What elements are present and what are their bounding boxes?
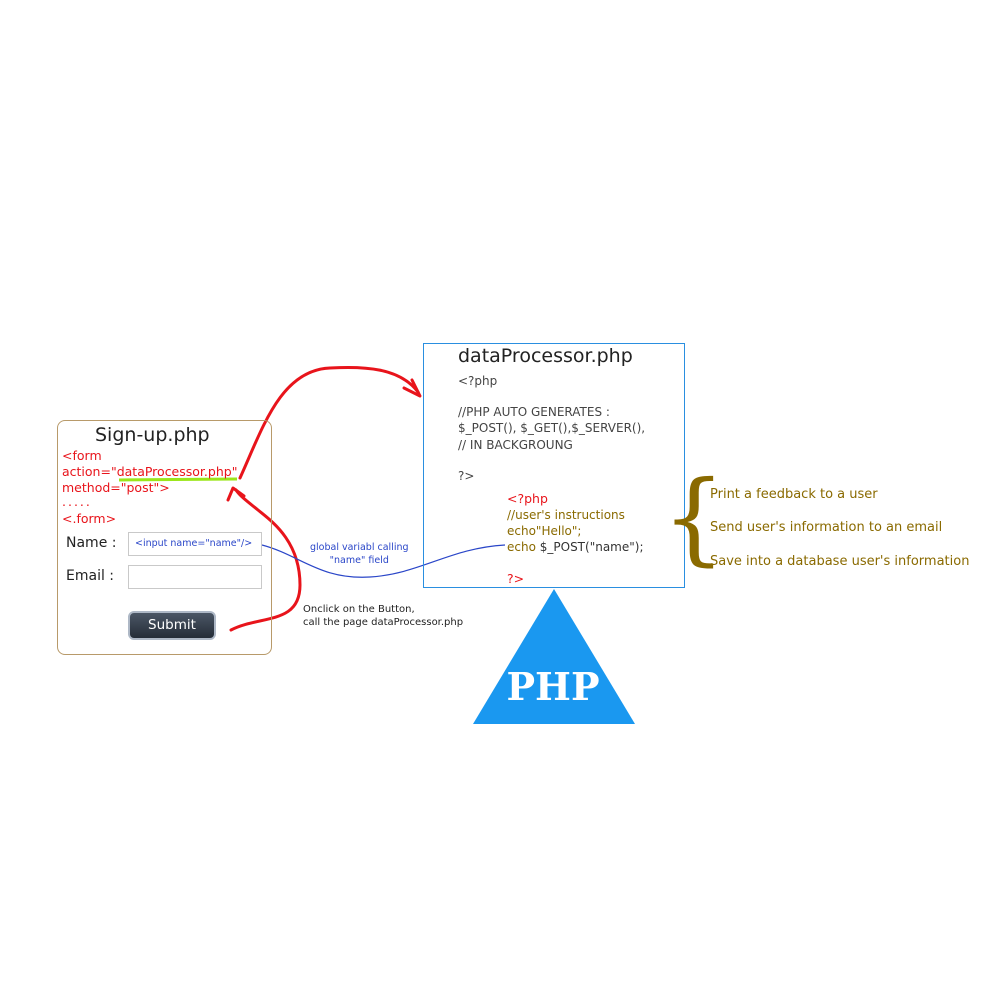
name-field-link (261, 544, 506, 578)
action-to-processor-arrow (238, 365, 420, 480)
php-triangle (473, 589, 635, 724)
name-field[interactable]: <input name="name"/> (128, 532, 262, 556)
processor-card (423, 343, 685, 588)
form-method-attr: method="post"> (62, 480, 170, 495)
form-action-attr: action="dataProcessor.php" (62, 464, 237, 480)
php-open-tag: <?php (458, 374, 498, 388)
submit-arrowhead (226, 486, 246, 502)
use-feedback: Print a feedback to a user (710, 487, 878, 502)
email-field[interactable] (128, 565, 262, 589)
action-suffix: " (231, 464, 238, 479)
curly-brace-icon: { (662, 459, 726, 576)
onclick-note: Onclick on the Button, call the page dat… (303, 603, 463, 629)
global-variable-note: global variabl calling "name" field (310, 541, 409, 567)
user-instructions-comment: //user's instructions (507, 508, 625, 522)
php-logo-text: PHP (506, 664, 600, 709)
echo-keyword: echo (507, 540, 540, 554)
action-prefix: action=" (62, 464, 117, 479)
form-close-tag: <.form> (62, 511, 117, 526)
form-open-tag: <form (62, 448, 102, 463)
global-note-line2: "name" field (329, 555, 389, 566)
post-name-expr: $_POST("name"); (539, 540, 644, 554)
signup-title: Sign-up.php (95, 424, 210, 446)
inner-php-close-tag: ?> (507, 571, 525, 586)
onclick-note-line2: call the page dataProcessor.php (303, 617, 464, 628)
form-ellipsis: ..... (62, 494, 92, 509)
action-underline (118, 477, 238, 482)
email-label: Email : (66, 568, 115, 584)
processor-title: dataProcessor.php (458, 345, 633, 367)
submit-button[interactable]: Submit (128, 611, 216, 640)
use-database: Save into a database user's information (710, 554, 970, 569)
superglobals-line: $_POST(), $_GET(),$_SERVER(), (458, 421, 646, 435)
signup-card (57, 420, 272, 655)
auto-generates-comment: //PHP AUTO GENERATES : (458, 405, 610, 419)
onclick-note-line1: Onclick on the Button, (303, 604, 415, 615)
echo-hello-line: echo"Hello"; (507, 524, 582, 538)
name-label: Name : (66, 535, 117, 551)
use-email: Send user's information to an email (710, 520, 943, 535)
global-note-line1: global variabl calling (310, 542, 409, 553)
echo-post-line: echo $_POST("name"); (507, 539, 644, 555)
action-arrowhead (402, 378, 422, 398)
action-value: dataProcessor.php (116, 464, 232, 479)
background-comment: // IN BACKGROUNG (458, 438, 573, 452)
php-close-tag: ?> (458, 469, 475, 483)
inner-php-open-tag: <?php (507, 491, 548, 506)
